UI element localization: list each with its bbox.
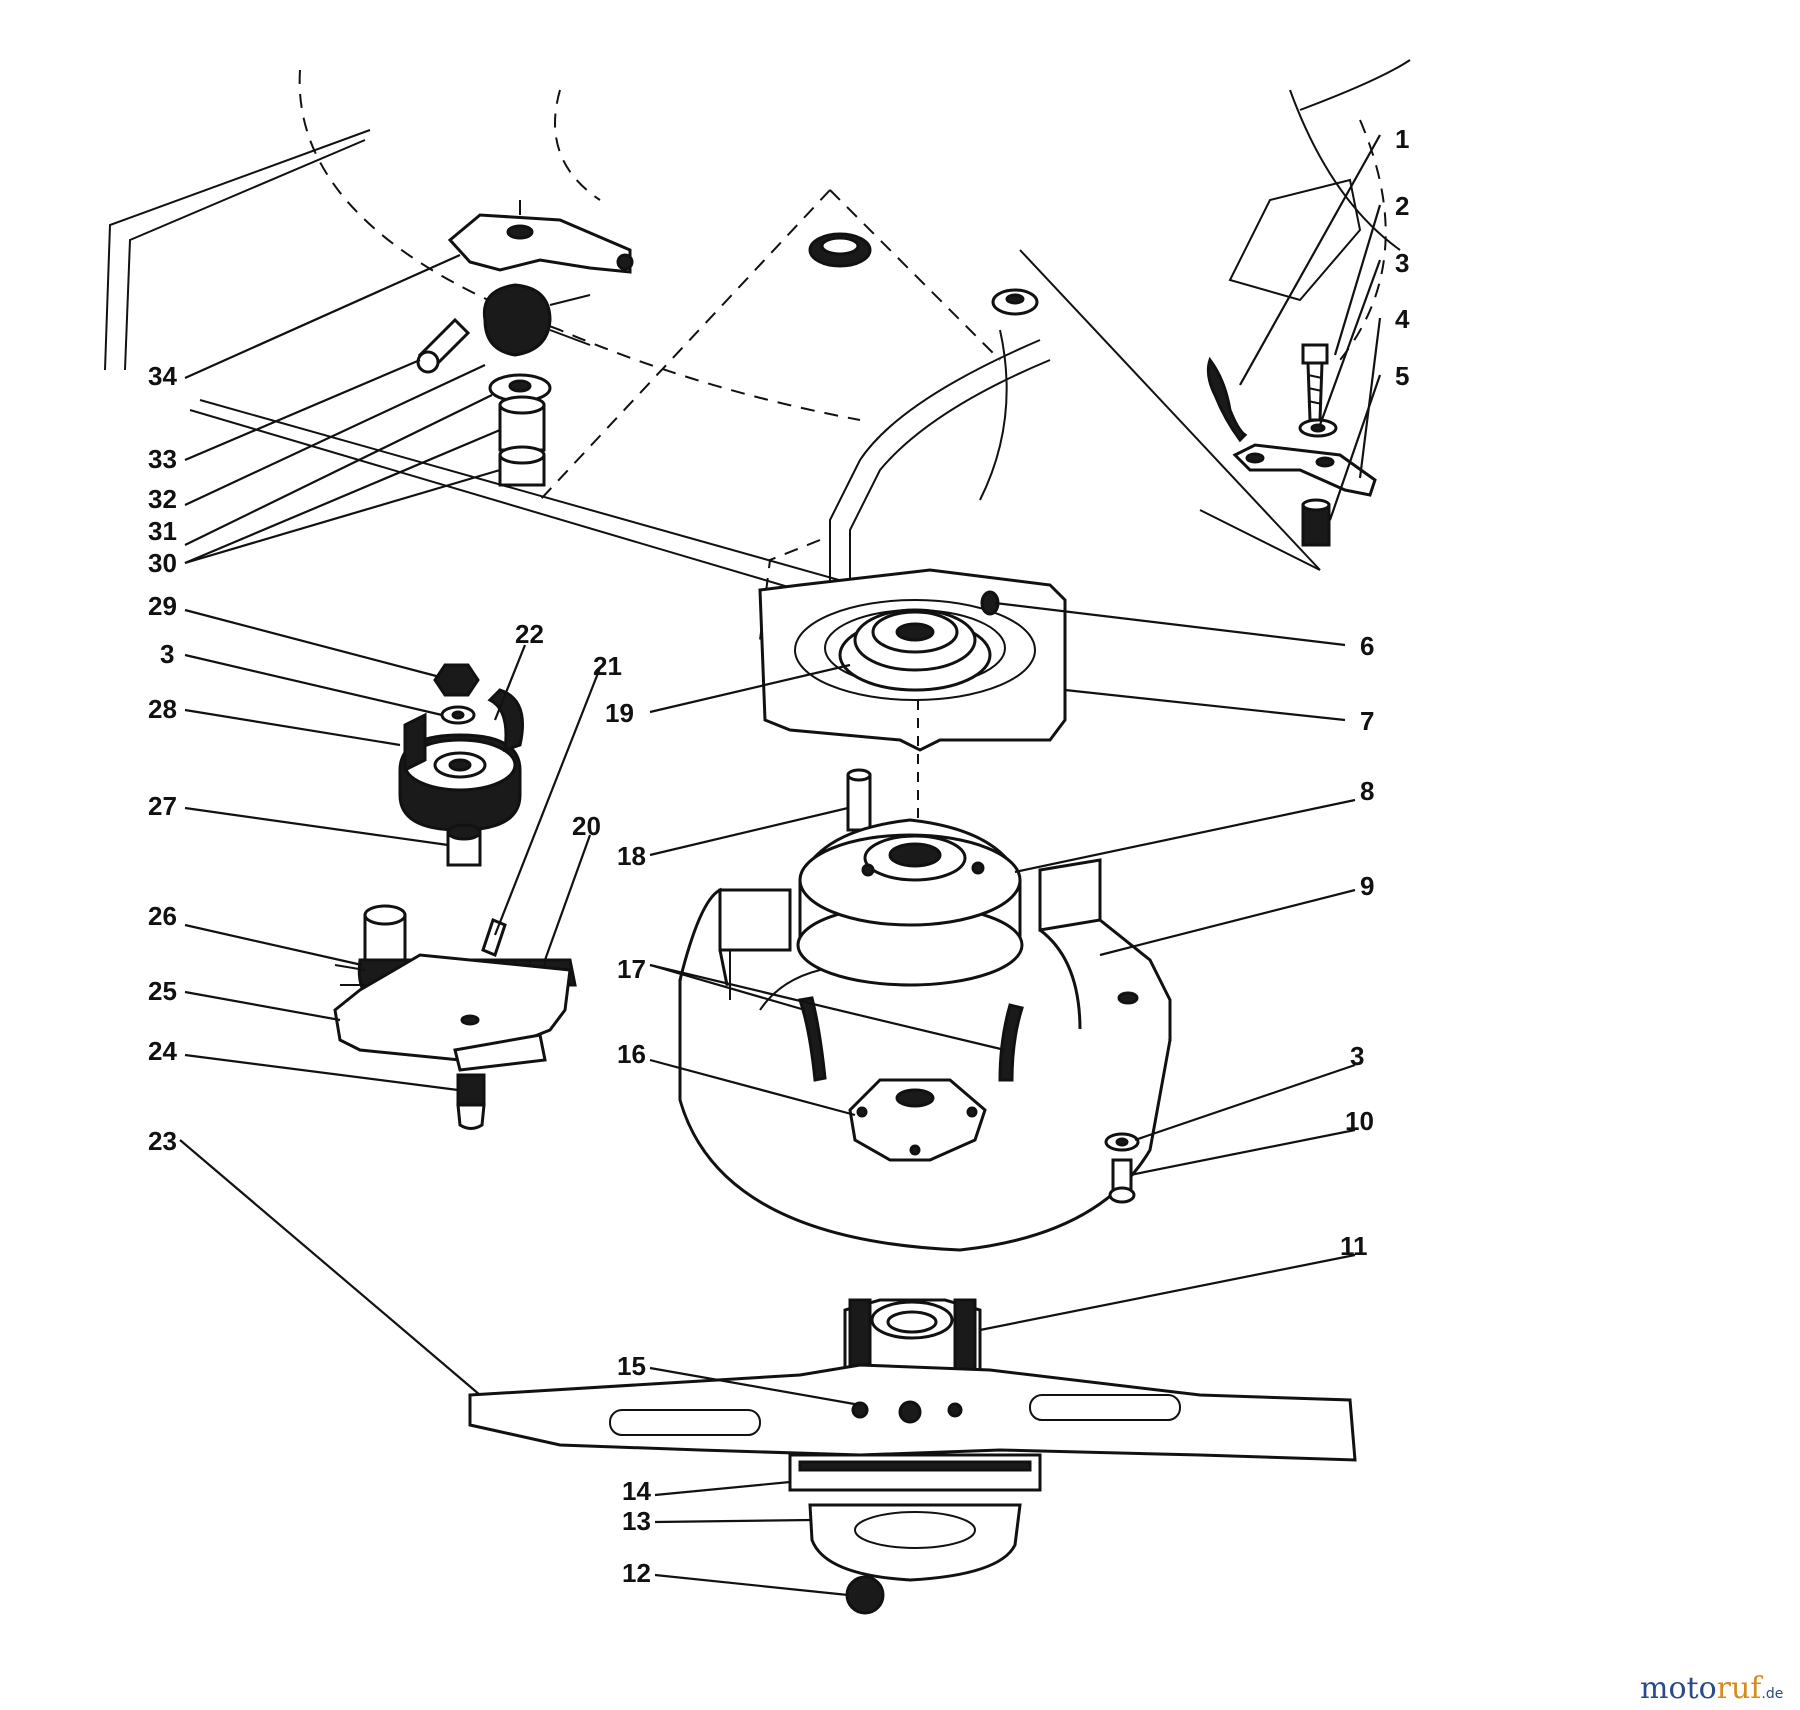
part-12-nut bbox=[845, 1575, 885, 1615]
part-13-cup bbox=[808, 1503, 1022, 1582]
label-19: 19 bbox=[605, 698, 634, 728]
part-31-bushing bbox=[498, 395, 546, 452]
part-21-pin bbox=[481, 917, 507, 958]
label-22: 22 bbox=[515, 619, 544, 649]
part-1-clip bbox=[1206, 356, 1248, 443]
label-26: 26 bbox=[148, 901, 177, 931]
part-3-washer-top bbox=[1298, 418, 1338, 438]
label-28: 28 bbox=[148, 694, 177, 724]
label-6: 6 bbox=[1360, 631, 1374, 661]
label-33: 33 bbox=[148, 444, 177, 474]
deck-bushing-ring bbox=[808, 232, 872, 268]
label-8: 8 bbox=[1360, 776, 1374, 806]
part-2-bolt bbox=[1301, 343, 1329, 422]
part-27-bushing bbox=[446, 823, 482, 867]
part-33-spring bbox=[482, 283, 591, 357]
label-11: 11 bbox=[1340, 1231, 1368, 1261]
label-29: 29 bbox=[148, 591, 177, 621]
label-34: 34 bbox=[148, 361, 177, 391]
label-23: 23 bbox=[148, 1126, 177, 1156]
part-23-blade bbox=[468, 1363, 1357, 1462]
label-12: 12 bbox=[622, 1558, 651, 1588]
label-7: 7 bbox=[1360, 706, 1374, 736]
part-3-washer-right bbox=[1104, 1132, 1140, 1152]
watermark-suffix: .de bbox=[1761, 1686, 1783, 1702]
part-8-drum bbox=[796, 818, 1024, 987]
label-25: 25 bbox=[148, 976, 177, 1006]
label-24: 24 bbox=[148, 1036, 177, 1066]
label-15: 15 bbox=[617, 1351, 646, 1381]
part-17-shoe-left bbox=[798, 996, 827, 1082]
label-3: 3 bbox=[1395, 248, 1409, 278]
deck-grommet bbox=[991, 288, 1039, 316]
watermark-part1: moto bbox=[1640, 1671, 1717, 1706]
label-4: 4 bbox=[1395, 304, 1410, 334]
deck-outline bbox=[104, 59, 1411, 650]
svg-text:motoruf.de: motoruf.de bbox=[1640, 1671, 1783, 1706]
label-14: 14 bbox=[622, 1476, 651, 1506]
label-3-right: 3 bbox=[1350, 1041, 1364, 1071]
label-5: 5 bbox=[1395, 361, 1409, 391]
part-19-pulley bbox=[838, 608, 992, 692]
part-17-shoe-right bbox=[998, 1003, 1024, 1082]
watermark: motoruf.de bbox=[1640, 1671, 1783, 1706]
label-31: 31 bbox=[148, 516, 177, 546]
label-16: 16 bbox=[617, 1039, 646, 1069]
label-17: 17 bbox=[617, 954, 646, 984]
part-16-hub bbox=[848, 1078, 987, 1162]
part-4-arm bbox=[1232, 443, 1377, 497]
label-3-left: 3 bbox=[160, 639, 174, 669]
part-24-screw bbox=[456, 1073, 486, 1130]
part-25-bracket bbox=[333, 953, 572, 1072]
watermark-part2: ruf bbox=[1717, 1671, 1764, 1706]
part-28-idler-pulley bbox=[398, 733, 522, 832]
part-33-pin bbox=[416, 317, 471, 374]
label-27: 27 bbox=[148, 791, 177, 821]
label-18: 18 bbox=[617, 841, 646, 871]
label-30: 30 bbox=[148, 548, 177, 578]
label-21: 21 bbox=[593, 651, 622, 681]
part-3-washer-left bbox=[440, 705, 476, 725]
part-14-stiffener bbox=[788, 1453, 1042, 1492]
part-30-bushing bbox=[498, 445, 546, 487]
label-10: 10 bbox=[1345, 1106, 1374, 1136]
part-5-bushing bbox=[1301, 498, 1331, 547]
label-32: 32 bbox=[148, 484, 177, 514]
part-labels: 1 2 3 4 5 6 7 8 9 3 10 11 12 13 14 15 16… bbox=[148, 124, 1410, 1588]
label-13: 13 bbox=[622, 1506, 651, 1536]
label-2: 2 bbox=[1395, 191, 1409, 221]
label-20: 20 bbox=[572, 811, 601, 841]
leader-lines bbox=[179, 134, 1382, 1597]
part-22-belt-guide bbox=[403, 688, 524, 773]
label-9: 9 bbox=[1360, 871, 1374, 901]
part-29-nut bbox=[433, 663, 480, 697]
label-1: 1 bbox=[1395, 124, 1409, 154]
part-34-lever bbox=[447, 200, 634, 274]
part-10-screw bbox=[1108, 1158, 1136, 1204]
